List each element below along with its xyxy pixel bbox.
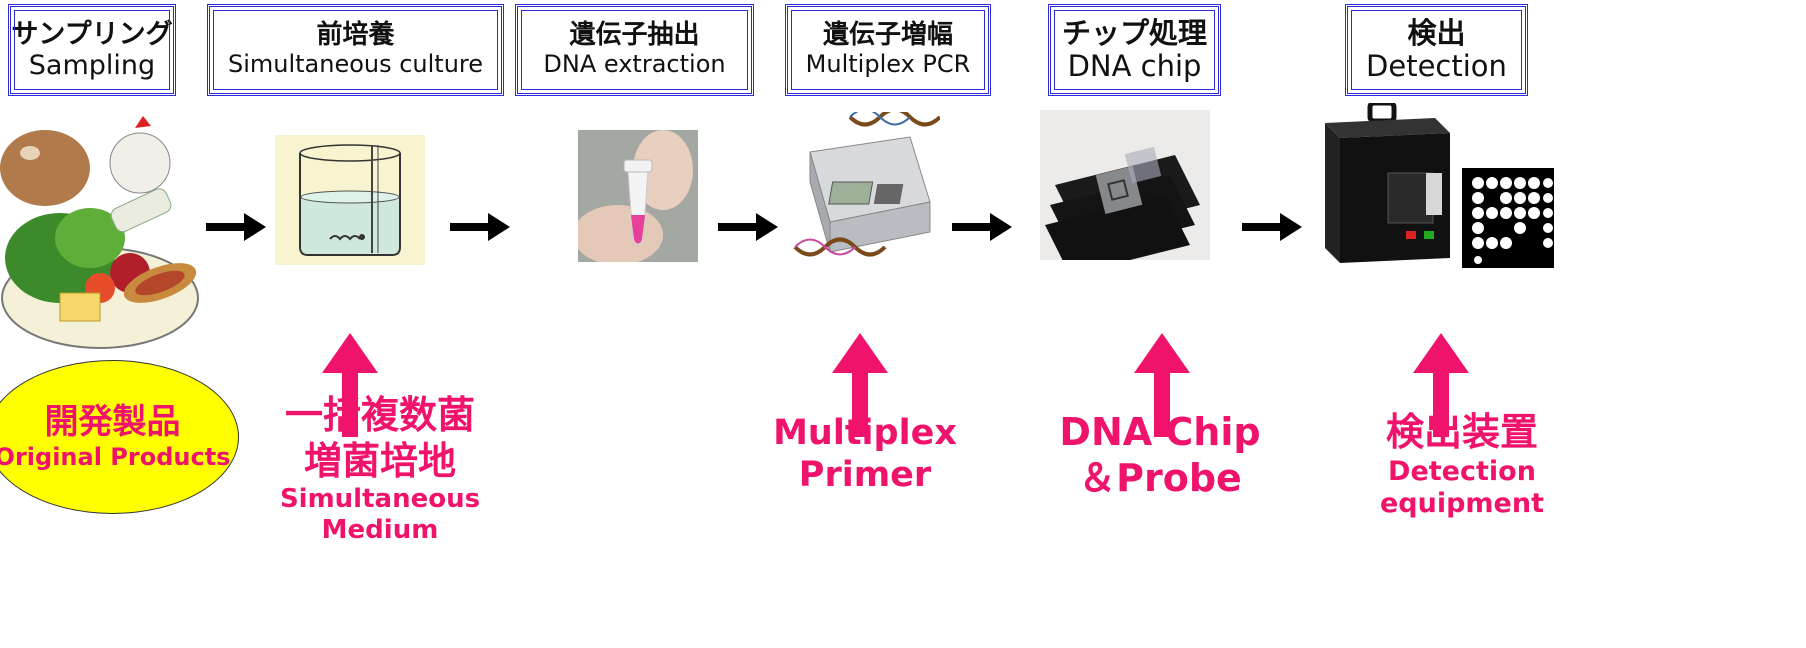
- stage-jp-label: 遺伝子抽出: [569, 20, 700, 51]
- product-medium-en1: Simultaneous: [279, 484, 481, 515]
- product-medium-jp2: 増菌培地: [303, 438, 456, 483]
- up-arrow-medium: [322, 333, 378, 437]
- stage-en-label: Sampling: [28, 50, 156, 81]
- up-arrow-chip: [1134, 333, 1190, 437]
- stage-en-label: Simultaneous culture: [227, 50, 484, 79]
- stage-jp-label: 遺伝子増幅: [822, 20, 953, 51]
- stage-en-label: Multiplex PCR: [805, 50, 971, 79]
- product-equipment: 検出装置 Detection equipment: [1372, 410, 1552, 520]
- product-primer-label: Multiplex Primer: [773, 413, 957, 495]
- flow-arrow-4: [952, 213, 1012, 241]
- product-primer: Multiplex Primer: [705, 412, 1025, 496]
- dna-chip-icon: [1040, 110, 1210, 260]
- stage-en-label: DNA extraction: [543, 50, 726, 79]
- pcr-machine-icon: [793, 112, 940, 257]
- stage-box-chip: チップ処理 DNA chip: [1048, 4, 1221, 96]
- product-equipment-en2: equipment: [1379, 487, 1545, 519]
- original-products-en: Original Products: [0, 443, 231, 471]
- up-arrow-equipment: [1413, 333, 1469, 437]
- original-products-badge: 開発製品 Original Products: [0, 360, 239, 514]
- stage-box-culture: 前培養 Simultaneous culture: [207, 4, 504, 96]
- stage-jp-label: 検出: [1407, 15, 1466, 50]
- stage-en-label: DNA chip: [1067, 49, 1202, 83]
- stage-jp-label: サンプリング: [11, 18, 173, 50]
- product-medium-jp1: 一括複数菌: [284, 393, 475, 437]
- product-medium: 一括複数菌 増菌培地 Simultaneous Medium: [255, 393, 505, 547]
- product-chip-line1: DNA Chip: [1059, 410, 1261, 454]
- stage-box-pcr: 遺伝子増幅 Multiplex PCR: [785, 4, 991, 96]
- stage-box-sampling: サンプリング Sampling: [8, 4, 176, 96]
- original-products-jp: 開発製品: [44, 402, 181, 443]
- stage-jp-label: チップ処理: [1061, 15, 1207, 50]
- product-equipment-jp: 検出装置: [1385, 410, 1538, 454]
- culture-container-icon: [275, 135, 425, 265]
- stage-box-extraction: 遺伝子抽出 DNA extraction: [515, 4, 754, 96]
- stage-box-detection: 検出 Detection: [1345, 4, 1528, 96]
- flow-arrow-1: [206, 213, 266, 241]
- product-chip-line2: ＆Probe: [1078, 455, 1242, 500]
- food-sampling-icon: [0, 116, 199, 349]
- extraction-tube-icon: [578, 130, 698, 262]
- stage-jp-label: 前培養: [316, 20, 395, 51]
- product-chip: DNA Chip ＆Probe: [1055, 410, 1265, 501]
- stage-en-label: Detection: [1366, 49, 1507, 83]
- flow-arrow-2: [450, 213, 510, 241]
- flow-arrow-3: [718, 213, 778, 241]
- up-arrow-primer: [832, 333, 888, 437]
- flow-arrow-5: [1242, 213, 1302, 241]
- detection-device-icon: [1325, 103, 1554, 268]
- product-equipment-en1: Detection: [1388, 455, 1536, 487]
- product-medium-en2: Medium: [321, 515, 439, 546]
